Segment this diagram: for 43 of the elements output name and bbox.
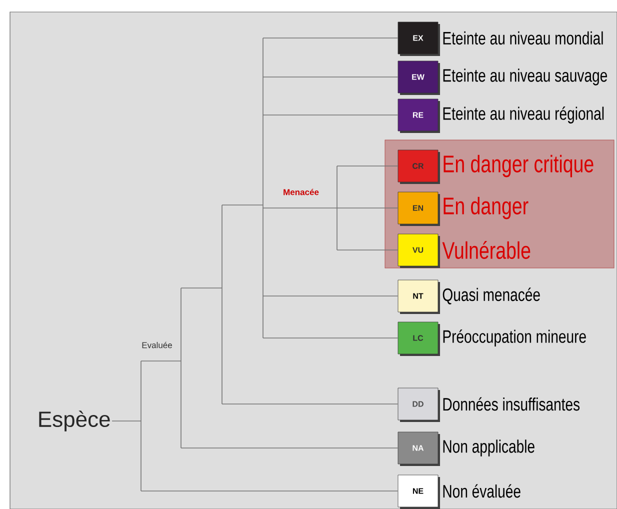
tree-line (262, 166, 264, 206)
tree-line (262, 208, 264, 250)
category-name: Vulnérable (442, 241, 530, 259)
tree-line (262, 114, 398, 116)
tree-line (336, 204, 338, 208)
tree-line (262, 204, 264, 208)
tree-line (180, 288, 182, 296)
tree-line (262, 38, 264, 78)
category-name: En danger critique (444, 154, 594, 178)
root-label: Espèce (39, 410, 110, 432)
tree-line (180, 296, 182, 338)
category-name: Non applicable (443, 440, 534, 456)
category-name: Eteinte au niveau mondial (443, 31, 603, 45)
tree-line (180, 338, 182, 362)
tree-line (140, 360, 142, 404)
category-name: Eteinte au niveau sauvage (443, 68, 608, 86)
tree-line (222, 204, 264, 206)
category-name: Eteinte au niveau régional (443, 106, 604, 124)
tree-line (140, 420, 142, 448)
tree-line (140, 448, 142, 492)
tree-line (180, 360, 182, 404)
tree-line (140, 490, 398, 492)
tree-line (262, 288, 264, 296)
tree-line (262, 76, 398, 78)
category-name: Préoccupation mineure (443, 330, 586, 346)
category-name: Quasi menacée (442, 288, 540, 304)
tree-line (262, 250, 264, 288)
tree-line (336, 208, 338, 250)
tree-line (112, 420, 142, 422)
category-name: Non évaluée (443, 484, 520, 498)
tree-line (336, 166, 338, 206)
category-name: En danger (444, 196, 528, 220)
branch-label: Menacée (284, 188, 319, 196)
tree-line (180, 404, 182, 422)
tree-line (140, 404, 142, 422)
tree-line (262, 76, 264, 116)
tree-line (180, 420, 182, 448)
category-name: Données insuffisantes (443, 397, 580, 411)
tree-line (262, 296, 264, 338)
tree-line (262, 114, 264, 166)
category-box: VU (398, 234, 440, 268)
tree-line (140, 360, 182, 362)
branch-label: Evaluée (142, 342, 172, 348)
